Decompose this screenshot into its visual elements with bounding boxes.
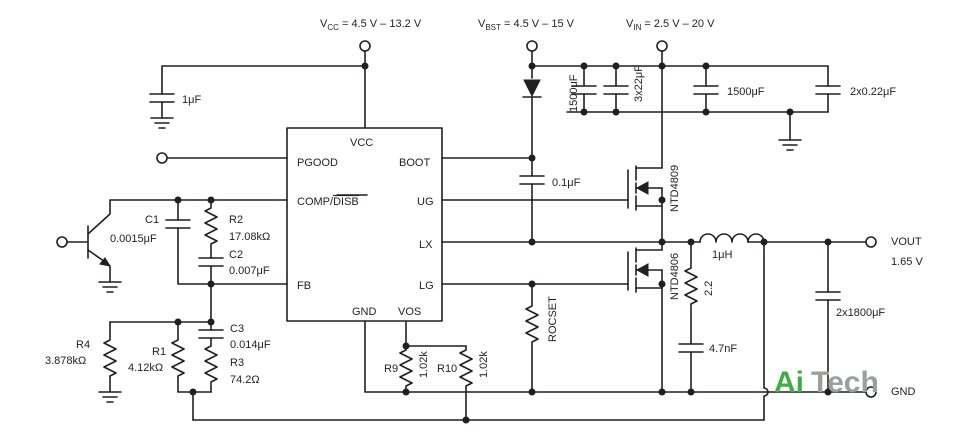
vbst-net: 0.1μF bbox=[441, 50, 581, 243]
gnd-rail: GND bbox=[364, 320, 916, 398]
r2-value: 17.08kΩ bbox=[229, 231, 270, 243]
gnd-label: GND bbox=[891, 386, 916, 398]
pin-ug: UG bbox=[417, 196, 434, 208]
c-in-1500-left: 1500μF bbox=[568, 74, 580, 112]
pin-vos: VOS bbox=[398, 306, 421, 318]
aitech-watermark-logo: Ai Tech bbox=[774, 366, 879, 399]
c-in-2x022: 2x0.22μF bbox=[850, 86, 896, 98]
q-low-label: NTD4806 bbox=[669, 253, 681, 300]
vcc-net: 1μF bbox=[149, 50, 369, 129]
r10-value: 1.02k bbox=[478, 351, 490, 378]
pin-lx: LX bbox=[419, 239, 433, 251]
r-ocset-label: ROCSET bbox=[547, 296, 559, 342]
r-snub-value: 2.2 bbox=[703, 281, 715, 296]
c1-value: 0.0015μF bbox=[110, 233, 157, 245]
q-high-label: NTD4809 bbox=[669, 165, 681, 212]
c3-value: 0.014μF bbox=[230, 339, 271, 351]
c3-name: C3 bbox=[230, 323, 244, 335]
pin-comp-disb: DISB bbox=[333, 196, 359, 208]
c-vcc-value: 1μF bbox=[182, 94, 201, 106]
r4-name: R4 bbox=[76, 339, 90, 351]
inductor bbox=[699, 233, 765, 243]
vin-terminal bbox=[656, 40, 668, 52]
high-side-mosfet: NTD4809 bbox=[441, 165, 681, 243]
pin-comp-prefix: COMP/ bbox=[297, 196, 334, 208]
watermark-tech: Tech bbox=[811, 366, 879, 399]
c-boot-value: 0.1μF bbox=[552, 177, 581, 189]
low-side-mosfet: NTD4806 bbox=[441, 241, 681, 393]
vin-supply-label: VIN = 2.5 V – 20 V bbox=[626, 18, 715, 32]
c-in-3x22: 3x22μF bbox=[633, 65, 645, 102]
pgood-terminal bbox=[156, 152, 168, 164]
r1-name: R1 bbox=[152, 346, 166, 358]
vout-label: VOUT bbox=[891, 236, 922, 248]
npn-transistor bbox=[56, 199, 288, 293]
disb-terminal bbox=[56, 236, 68, 248]
input-cap-bank: 1500μF 3x22μF 1500μF 2x0.22μF bbox=[531, 50, 896, 169]
c2-value: 0.007μF bbox=[229, 265, 270, 277]
pin-vcc: VCC bbox=[350, 137, 373, 149]
pin-fb: FB bbox=[297, 280, 311, 292]
compensation-network: C1 0.0015μF R2 17.08kΩ C2 0.007μF C3 0.0… bbox=[45, 196, 288, 421]
pin-boot: BOOT bbox=[399, 157, 430, 169]
vos-divider: R9 1.02k R10 1.02k bbox=[384, 320, 490, 424]
vout-value: 1.65 V bbox=[891, 256, 923, 268]
r10-name: R10 bbox=[437, 363, 457, 375]
c-in-1500-mid: 1500μF bbox=[727, 86, 765, 98]
r3-name: R3 bbox=[230, 357, 244, 369]
rocset-net: ROCSET bbox=[525, 280, 559, 393]
controller-ic: VCC PGOOD BOOT COMP/DISB UG LX FB LG GND… bbox=[286, 127, 443, 322]
gnd-terminal bbox=[865, 386, 877, 398]
inductor-value: 1μH bbox=[712, 249, 732, 261]
r9-value: 1.02k bbox=[418, 351, 430, 378]
r3-value: 74.2Ω bbox=[230, 374, 260, 386]
pin-lg: LG bbox=[419, 280, 434, 292]
r1-value: 4.12kΩ bbox=[128, 362, 163, 374]
watermark-ai: Ai bbox=[774, 366, 804, 399]
c2-name: C2 bbox=[229, 249, 243, 261]
pin-comp: COMP/DISB bbox=[297, 196, 359, 208]
pin-gnd: GND bbox=[352, 306, 377, 318]
r9-name: R9 bbox=[384, 363, 398, 375]
vout-terminal bbox=[865, 236, 877, 248]
snubber: 2.2 4.7nF bbox=[678, 241, 737, 393]
r4-value: 3.878kΩ bbox=[45, 355, 86, 367]
vbst-supply-label: VBST = 4.5 V – 15 V bbox=[478, 18, 575, 32]
c-snub-value: 4.7nF bbox=[709, 343, 737, 355]
vbst-terminal bbox=[526, 40, 538, 52]
pin-pgood: PGOOD bbox=[297, 157, 338, 169]
r2-name: R2 bbox=[229, 214, 243, 226]
pgood-net bbox=[156, 152, 288, 164]
vcc-supply-label: VCC = 4.5 V – 13.2 V bbox=[320, 18, 422, 32]
c-out-value: 2x1800μF bbox=[836, 307, 885, 319]
c1-name: C1 bbox=[145, 214, 159, 226]
vcc-terminal bbox=[359, 40, 371, 52]
